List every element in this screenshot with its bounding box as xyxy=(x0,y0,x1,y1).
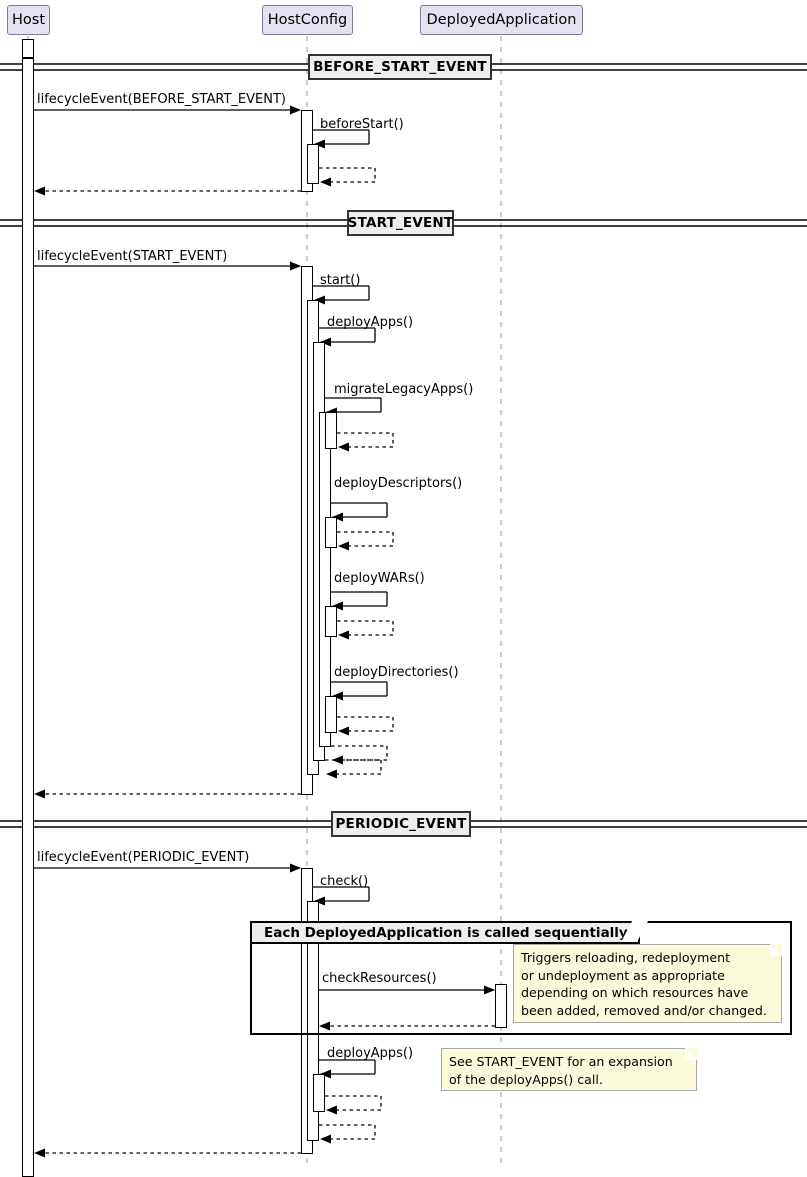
participant-label-config: HostConfig xyxy=(267,12,348,28)
message-label: deployApps() xyxy=(327,315,414,330)
divider-label: BEFORE_START_EVENT xyxy=(308,54,492,80)
message-label: deployDescriptors() xyxy=(334,476,463,491)
participant-box-host[interactable]: Host xyxy=(7,5,50,35)
note-fold-corner xyxy=(685,1048,697,1060)
participant-label-host: Host xyxy=(11,12,45,28)
divider-label: PERIODIC_EVENT xyxy=(331,811,471,837)
message-label: deployApps() xyxy=(327,1046,414,1061)
divider-label: START_EVENT xyxy=(347,210,454,236)
message-label: start() xyxy=(320,273,361,288)
message-label: deployDirectories() xyxy=(334,665,459,680)
message-label: migrateLegacyApps() xyxy=(334,382,474,397)
activation-bar-config xyxy=(325,412,337,449)
activation-bar-deploy xyxy=(495,984,507,1028)
note-note-deployapps: See START_EVENT for an expansion of the … xyxy=(441,1048,697,1091)
activation-bar-config xyxy=(325,606,337,637)
message-label: beforeStart() xyxy=(320,117,404,132)
activation-bar-host xyxy=(22,58,34,1177)
activation-bar-config xyxy=(307,144,319,184)
message-label: check() xyxy=(320,874,369,889)
group-header-label: Each DeployedApplication is called seque… xyxy=(250,921,640,944)
participant-box-config[interactable]: HostConfig xyxy=(262,5,353,35)
activation-bar-config xyxy=(313,1074,325,1112)
message-label: lifecycleEvent(PERIODIC_EVENT) xyxy=(37,850,250,865)
note-note-checkresources: Triggers reloading, redeployment or unde… xyxy=(513,944,782,1023)
activation-bar-config xyxy=(325,696,337,733)
note-fold-corner xyxy=(770,944,782,956)
participant-box-deploy[interactable]: DeployedApplication xyxy=(420,5,583,35)
message-label: lifecycleEvent(START_EVENT) xyxy=(37,249,228,264)
participant-label-deploy: DeployedApplication xyxy=(426,12,577,28)
activation-bar-config xyxy=(325,517,337,548)
activation-bar-host xyxy=(22,39,34,58)
message-label: lifecycleEvent(BEFORE_START_EVENT) xyxy=(37,92,286,107)
message-label: checkResources() xyxy=(322,971,437,986)
message-label: deployWARs() xyxy=(334,571,425,586)
